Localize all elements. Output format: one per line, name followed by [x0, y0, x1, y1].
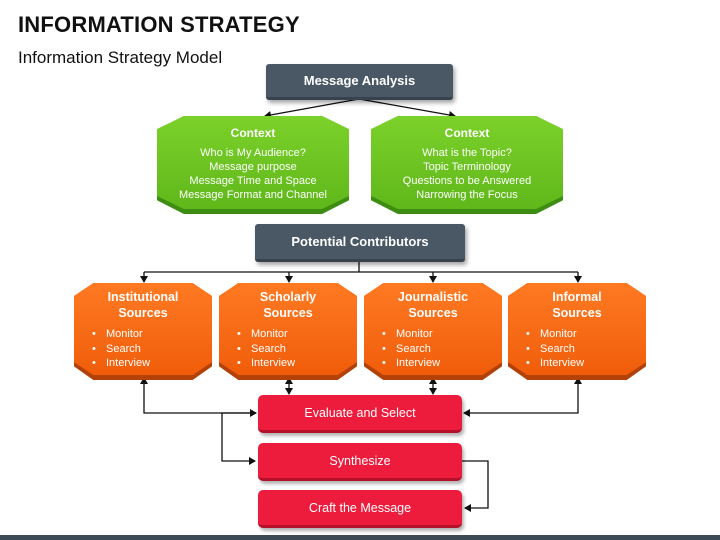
message-analysis-label: Message Analysis: [303, 73, 416, 88]
source-item: Interview: [237, 356, 357, 371]
footer-bar: [0, 535, 720, 540]
context-line: Topic Terminology: [423, 161, 511, 173]
step-synthesize: Synthesize: [258, 443, 462, 481]
source-item: Monitor: [382, 327, 502, 342]
source-title: Journalistic: [397, 290, 469, 304]
source-item: Search: [382, 342, 502, 357]
context-box-topic: Context What is the Topic? Topic Termino…: [371, 116, 563, 209]
source-item: Monitor: [526, 327, 646, 342]
source-title: Sources: [552, 306, 602, 320]
context-line: Questions to be Answered: [402, 175, 532, 187]
step-label: Evaluate and Select: [304, 405, 416, 420]
context-line: Who is My Audience?: [200, 147, 306, 159]
context-line: Message Time and Space: [189, 175, 317, 187]
page-title: INFORMATION STRATEGY: [18, 12, 300, 37]
context-title: Context: [444, 126, 490, 140]
source-item: Interview: [526, 356, 646, 371]
source-box-institutional: Institutional Sources Monitor Search Int…: [74, 283, 212, 375]
context-line: Message purpose: [209, 161, 297, 173]
source-item: Search: [526, 342, 646, 357]
page-subtitle: Information Strategy Model: [18, 48, 223, 67]
message-analysis-box: Message Analysis: [266, 64, 453, 100]
source-item: Interview: [92, 356, 212, 371]
context-line: What is the Topic?: [422, 147, 512, 159]
step-evaluate-select: Evaluate and Select: [258, 395, 462, 433]
potential-contributors-box: Potential Contributors: [255, 224, 465, 262]
potential-contributors-label: Potential Contributors: [291, 234, 429, 249]
context-line: Message Format and Channel: [179, 189, 327, 201]
context-box-audience: Context Who is My Audience? Message purp…: [157, 116, 349, 209]
context-line: Narrowing the Focus: [416, 189, 518, 201]
source-title: Sources: [118, 306, 168, 320]
source-title: Sources: [408, 306, 458, 320]
source-title: Sources: [263, 306, 313, 320]
source-item: Search: [92, 342, 212, 357]
source-title: Scholarly: [259, 290, 317, 304]
context-title: Context: [230, 126, 276, 140]
source-item: Monitor: [92, 327, 212, 342]
source-title: Informal: [552, 290, 602, 304]
source-box-journalistic: Journalistic Sources Monitor Search Inte…: [364, 283, 502, 375]
step-label: Craft the Message: [308, 500, 412, 515]
source-item: Interview: [382, 356, 502, 371]
source-item: Search: [237, 342, 357, 357]
source-box-informal: Informal Sources Monitor Search Intervie…: [508, 283, 646, 375]
source-item: Monitor: [237, 327, 357, 342]
source-box-scholarly: Scholarly Sources Monitor Search Intervi…: [219, 283, 357, 375]
source-title: Institutional: [107, 290, 179, 304]
step-craft-message: Craft the Message: [258, 490, 462, 528]
step-label: Synthesize: [329, 453, 391, 468]
